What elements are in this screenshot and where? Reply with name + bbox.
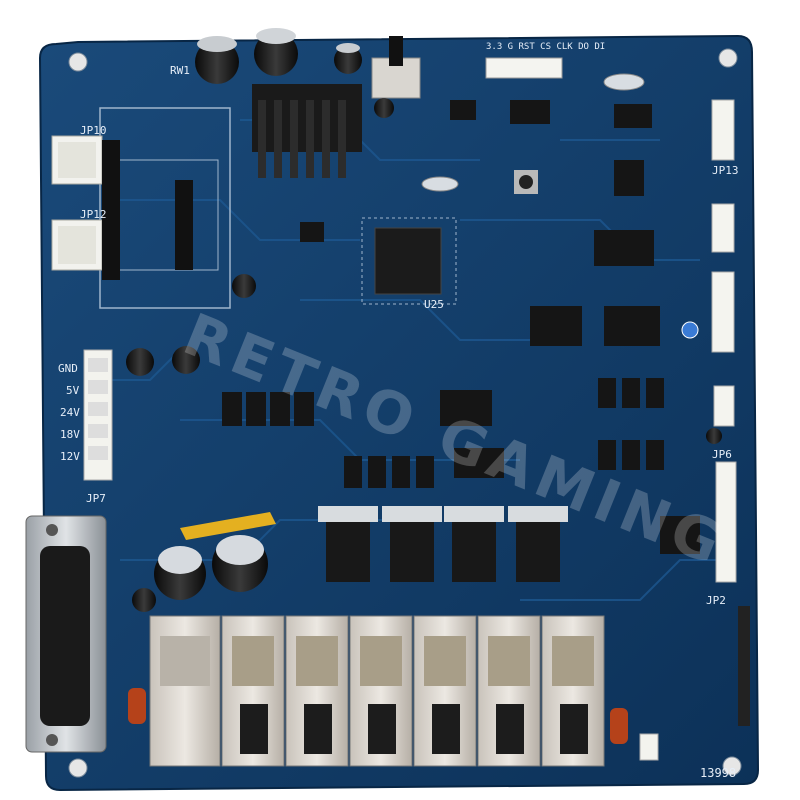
optocouplers-left: [222, 392, 314, 426]
ic-u2: [660, 516, 700, 554]
varistor: [128, 688, 146, 724]
label-jp2: JP2: [706, 594, 726, 607]
mosfet-q1: [318, 506, 378, 582]
label-u25: U25: [424, 298, 444, 311]
mount-hole: [68, 52, 88, 72]
ic: [450, 100, 476, 120]
mount-hole: [718, 48, 738, 68]
mount-hole: [722, 756, 742, 776]
mosfet-q4: [508, 506, 568, 582]
ceramic-cap: [180, 512, 276, 540]
ic: [604, 306, 660, 346]
optocouplers-right: [598, 378, 664, 470]
trimmer-pot: [681, 321, 699, 339]
connector-jp10: [51, 135, 103, 185]
label-rw1: RW1: [170, 64, 190, 77]
mcu-u25: [361, 217, 457, 305]
cap-c1: [195, 36, 239, 84]
potentiometer: [371, 36, 421, 99]
connector-small: [639, 733, 659, 761]
cap-c2: [254, 28, 298, 76]
header-socket: [175, 180, 193, 270]
cap: [126, 348, 154, 376]
ic: [440, 390, 492, 426]
label-jp13: JP13: [712, 164, 739, 177]
tact-switch: [514, 170, 538, 194]
mosfet-q3: [444, 506, 504, 582]
label-5v: 5V: [66, 384, 80, 397]
small-cap: [374, 98, 394, 118]
small-cap: [706, 428, 722, 444]
mount-hole: [68, 758, 88, 778]
connector-right: [713, 385, 735, 427]
label-prog-header: 3.3 G RST CS CLK DO DI: [486, 42, 606, 52]
ic-u22: [530, 306, 582, 346]
cap: [232, 274, 256, 298]
ic-dip8: [614, 160, 644, 196]
label-jp10: JP10: [80, 124, 107, 137]
ic-u6: [454, 448, 504, 478]
varistor: [610, 708, 628, 744]
label-serial: 13998: [700, 766, 737, 780]
connector-right: [711, 271, 735, 353]
pcb-board: [38, 34, 760, 792]
relay-k1: [149, 615, 221, 767]
connector-right: [711, 203, 735, 253]
connector-right: [711, 99, 735, 161]
relay-k5: [413, 615, 477, 767]
label-jp6: JP6: [712, 448, 732, 461]
label-jp12: JP12: [80, 208, 107, 221]
cap-big-2: [212, 535, 268, 592]
ic-u28: [300, 222, 324, 242]
relay-k3: [285, 615, 349, 767]
label-12v: 12V: [60, 450, 80, 463]
cap: [132, 588, 156, 612]
relay-k7: [541, 615, 605, 767]
optocouplers-mid: [344, 456, 434, 488]
ic-u29: [614, 104, 652, 128]
silk-outline: [99, 107, 231, 309]
relay-terminals: [240, 704, 588, 754]
mosfet-q2: [382, 506, 442, 582]
relay-k4: [349, 615, 413, 767]
label-18v: 18V: [60, 428, 80, 441]
crystal: [603, 73, 645, 91]
cap-c3: [334, 43, 362, 74]
label-gnd: GND: [58, 362, 78, 375]
header-socket: [102, 140, 120, 280]
heatsink: [252, 84, 362, 178]
ic-u30: [510, 100, 550, 124]
connector-right: [715, 461, 737, 583]
label-24v: 24V: [60, 406, 80, 419]
crystal: [421, 176, 459, 192]
connector-jp12: [51, 219, 103, 271]
ic-u24: [594, 230, 654, 266]
cap-big-1: [154, 546, 206, 600]
pin-header: [738, 606, 750, 726]
db25-connector: [25, 515, 107, 753]
cap: [172, 346, 200, 374]
prog-header: [485, 57, 563, 79]
label-jp7: JP7: [86, 492, 106, 505]
connector-jp7: [83, 349, 113, 481]
